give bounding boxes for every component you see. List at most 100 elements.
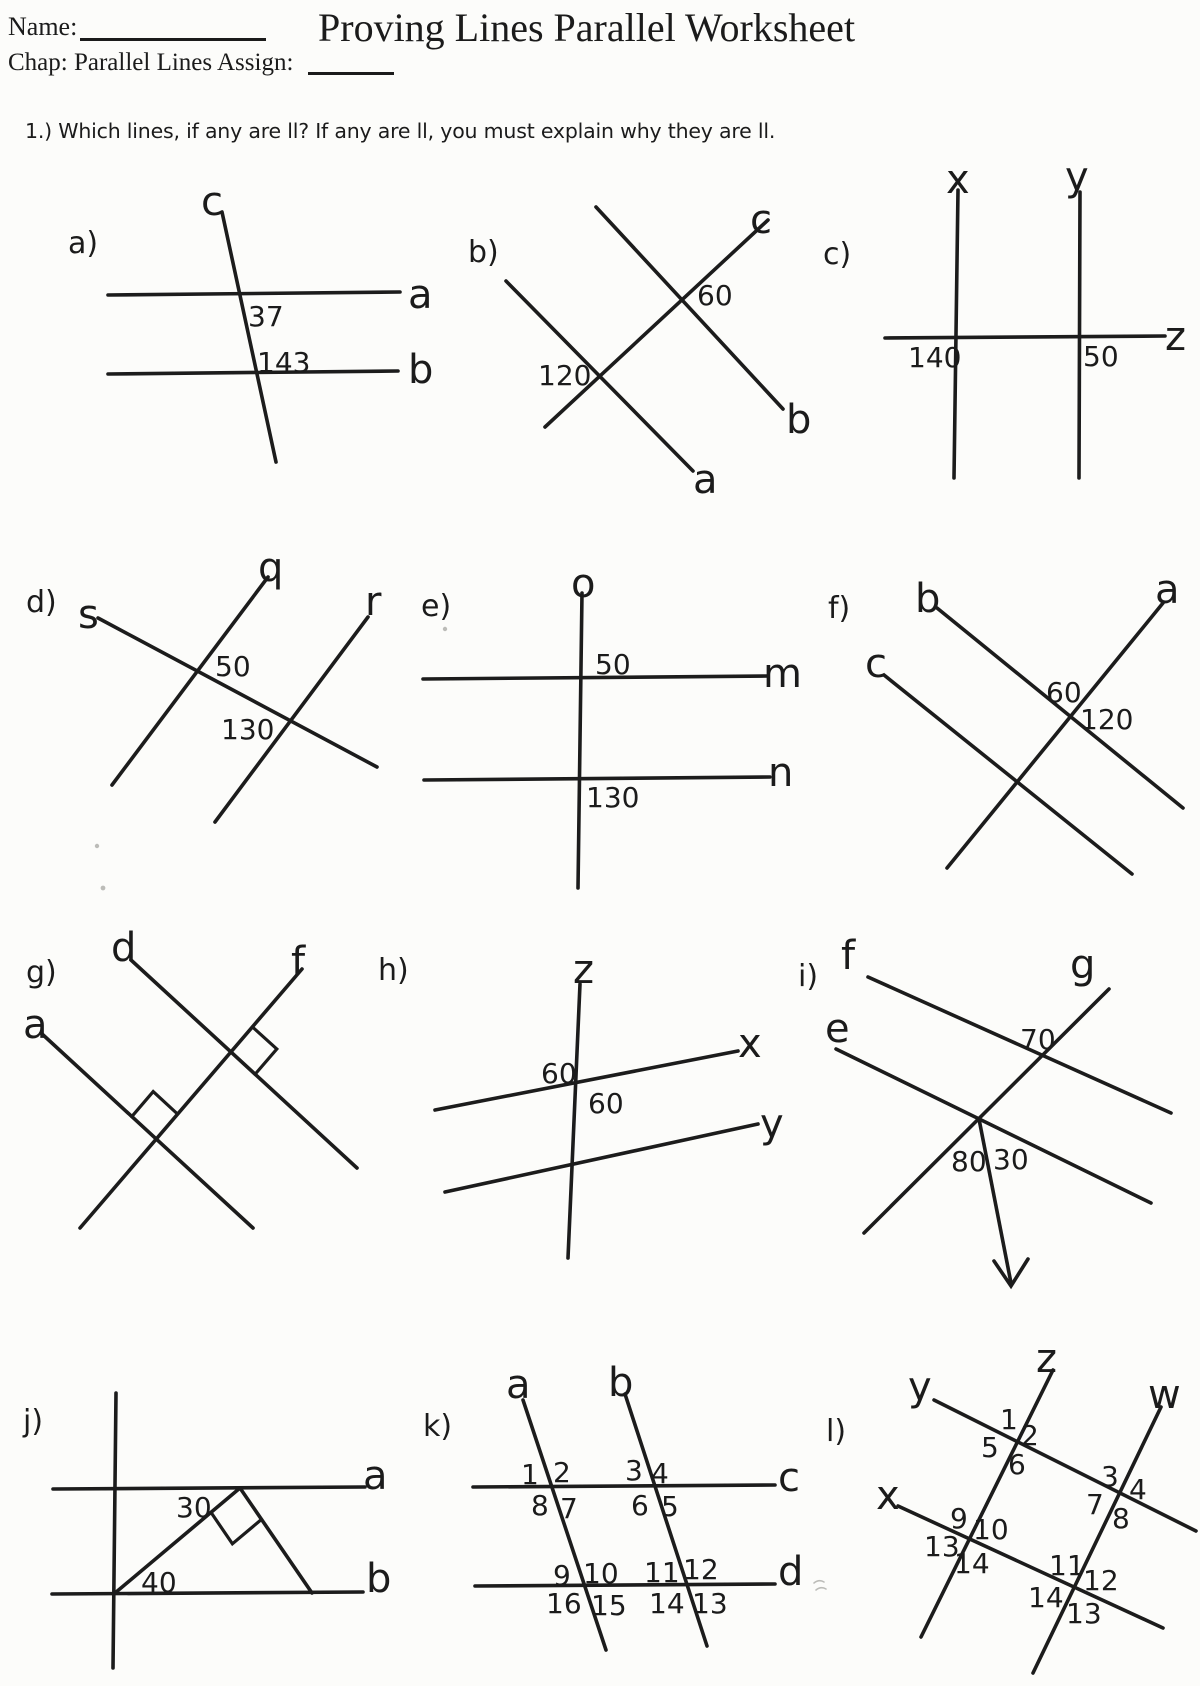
- d-line-label-r: r: [365, 579, 382, 625]
- l-angle-8: 8: [1112, 1502, 1130, 1535]
- diagram-b-figure: [506, 207, 783, 471]
- f-line-label-c: c: [865, 641, 887, 687]
- i-line-label-g: g: [1070, 942, 1096, 988]
- d-line-label-q: q: [258, 545, 284, 591]
- j-line-label-a: a: [363, 1453, 388, 1499]
- l-angle-9: 9: [950, 1502, 968, 1535]
- k-line-c: [473, 1485, 775, 1487]
- a-line-label-a: a: [408, 272, 433, 318]
- k-line-d: [475, 1584, 775, 1586]
- diagram-e-label: e): [421, 589, 452, 624]
- name-label: Name:: [8, 12, 78, 41]
- k-angle-16: 16: [546, 1587, 582, 1620]
- a-angle-37: 37: [248, 300, 284, 333]
- k-line-label-c: c: [778, 1455, 800, 1501]
- h-angle-60-lower: 60: [588, 1087, 624, 1120]
- k-angle-10: 10: [583, 1557, 619, 1590]
- l-line-label-y: y: [908, 1364, 932, 1410]
- g-line-d: [131, 960, 357, 1168]
- assign-underline: [308, 72, 394, 75]
- l-angle-5: 5: [981, 1431, 999, 1464]
- diagram-g-figure: [41, 960, 357, 1228]
- l-angle-12: 12: [1083, 1564, 1119, 1597]
- k-angle-11: 11: [644, 1556, 680, 1589]
- h-line-label-z: z: [573, 947, 594, 993]
- j-triangle-right-side: [240, 1488, 312, 1593]
- j-line-label-b: b: [366, 1556, 392, 1602]
- i-angle-70: 70: [1020, 1023, 1056, 1056]
- g-transversal-f: [80, 969, 302, 1228]
- diagram-j-figure: [52, 1393, 365, 1668]
- e-line-label-m: m: [763, 651, 802, 697]
- l-angle-2: 2: [1021, 1419, 1039, 1452]
- diagram-c-label: c): [823, 237, 852, 272]
- c-line-x: [954, 190, 958, 478]
- d-line-label-s: s: [78, 592, 99, 638]
- h-line-y: [445, 1124, 758, 1192]
- k-line-label-a: a: [506, 1362, 531, 1408]
- l-line-label-w: w: [1148, 1372, 1181, 1418]
- c-angle-140: 140: [908, 341, 962, 374]
- a-line-label-c: c: [201, 179, 223, 225]
- i-line-label-f: f: [841, 933, 856, 979]
- f-transversal-a: [947, 603, 1163, 868]
- l-angle-1: 1: [1000, 1403, 1018, 1436]
- page-title: Proving Lines Parallel Worksheet: [318, 5, 856, 50]
- i-angle-80: 80: [951, 1145, 987, 1178]
- e-line-label-n: n: [768, 750, 794, 796]
- scan-squiggle: [814, 1581, 826, 1590]
- d-line-r: [215, 617, 368, 822]
- k-angle-7: 7: [560, 1492, 578, 1525]
- i-line-label-e: e: [825, 1006, 850, 1052]
- scan-artifacts: [96, 628, 826, 1590]
- f-line-c: [884, 675, 1132, 874]
- k-angle-5: 5: [661, 1490, 679, 1523]
- d-angle-50: 50: [215, 650, 251, 683]
- k-angle-1: 1: [521, 1458, 539, 1491]
- j-line-b: [52, 1592, 363, 1594]
- j-vertical-line: [113, 1393, 116, 1668]
- name-underline: [80, 38, 266, 41]
- e-transversal-o: [578, 593, 582, 888]
- i-angle-30: 30: [993, 1143, 1029, 1176]
- diagram-i-label: i): [798, 959, 819, 994]
- b-line-label-b: b: [786, 397, 812, 443]
- i-line-f: [868, 977, 1171, 1113]
- i-transversal-g: [864, 989, 1109, 1233]
- f-angle-60: 60: [1046, 676, 1082, 709]
- b-line-label-a: a: [693, 457, 718, 503]
- k-angle-15: 15: [591, 1589, 627, 1622]
- a-angle-143: 143: [257, 346, 311, 379]
- e-angle-50: 50: [595, 648, 631, 681]
- l-angle-11: 11: [1049, 1549, 1085, 1582]
- g-right-angle-mark-upper: [253, 1027, 277, 1074]
- f-line-b: [937, 608, 1183, 808]
- f-line-label-a: a: [1155, 567, 1180, 613]
- k-angle-13: 13: [692, 1587, 728, 1620]
- a-line-a: [108, 292, 400, 295]
- l-line-x: [898, 1506, 1163, 1628]
- c-transversal-z: [885, 336, 1165, 338]
- g-right-angle-mark-lower: [132, 1092, 178, 1117]
- diagram-k-label: k): [423, 1409, 453, 1444]
- c-line-label-y: y: [1065, 154, 1089, 200]
- l-angle-10: 10: [973, 1513, 1009, 1546]
- l-angle-3: 3: [1101, 1460, 1119, 1493]
- l-angle-13: 13: [924, 1530, 960, 1563]
- i-ray-arrowhead: [994, 1259, 1028, 1286]
- diagram-e-figure: [423, 593, 770, 888]
- k-transversal-b: [625, 1394, 707, 1646]
- diagram-k-figure: [473, 1394, 775, 1650]
- l-line-label-z: z: [1036, 1336, 1057, 1382]
- b-line-a: [506, 281, 693, 471]
- g-line-label-a: a: [23, 1002, 48, 1048]
- g-line-a: [41, 1033, 253, 1228]
- c-angle-50: 50: [1083, 340, 1119, 373]
- l-line-y: [934, 1400, 1196, 1531]
- l-angle-13b: 13: [1066, 1597, 1102, 1630]
- j-angle-40: 40: [141, 1566, 177, 1599]
- a-line-label-b: b: [408, 347, 434, 393]
- f-line-label-b: b: [915, 576, 941, 622]
- l-angle-4: 4: [1129, 1473, 1147, 1506]
- g-line-label-d: d: [111, 925, 137, 971]
